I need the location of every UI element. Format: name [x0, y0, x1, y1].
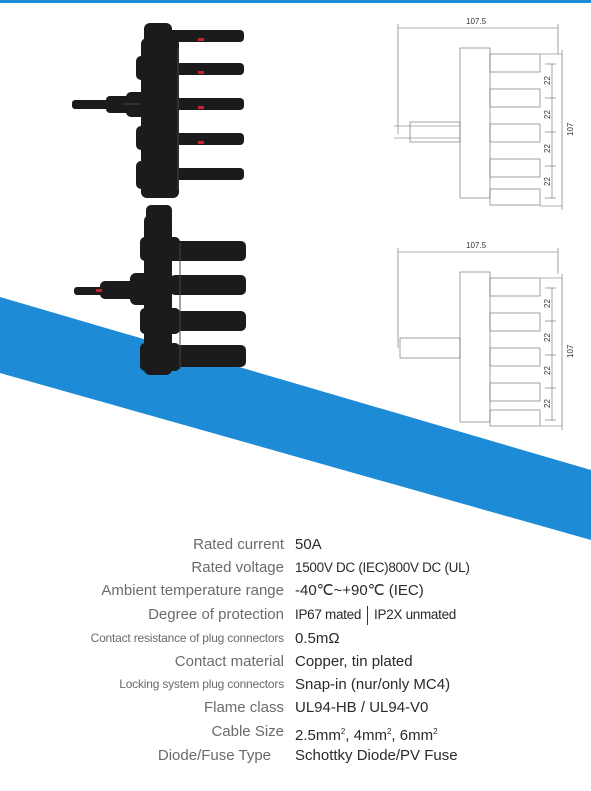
value-separator [367, 605, 369, 625]
height-dimension: 107 [566, 344, 575, 358]
spec-value: 50A [295, 536, 322, 553]
spec-label: Rated current [193, 536, 284, 553]
pitch-dimension: 22 [543, 299, 552, 308]
protection-mated: IP67 mated [295, 607, 362, 622]
spec-row-rated-voltage: Rated voltage 1500V DC (IEC)800V DC (UL) [0, 556, 591, 579]
pitch-dimension: 22 [543, 110, 552, 119]
superscript: 2 [340, 727, 346, 736]
spec-value: Copper, tin plated [295, 653, 413, 670]
spec-row-rated-current: Rated current 50A [0, 533, 591, 556]
spec-row-ambient-temperature: Ambient temperature range -40℃~+90℃ (IEC… [0, 579, 591, 602]
spec-row-diode-fuse: Diode/Fuse Type Schottky Diode/PV Fuse [0, 744, 591, 767]
width-dimension: 107.5 [466, 241, 487, 250]
spec-label: Contact material [174, 653, 284, 670]
spec-label: Cable Size [211, 723, 284, 740]
dimension-drawing-top: 107.5 22 22 22 22 107 [394, 17, 575, 210]
pitch-dimension: 22 [543, 366, 552, 375]
spec-label: Degree of protection [148, 606, 284, 623]
superscript: 2 [433, 727, 438, 736]
pitch-dimension: 22 [543, 177, 552, 186]
spec-label: Diode/Fuse Type [157, 747, 271, 764]
protection-unmated: IP2X unmated [374, 607, 457, 622]
branch-connector-photo-bottom [74, 205, 246, 375]
spec-value: IP67 mated IP2X unmated [295, 603, 456, 626]
spec-value: Snap-in (nur/only MC4) [295, 676, 451, 693]
spec-row-cable-size: Cable Size 2.5mm2, 4mm2, 6mm2 [0, 720, 591, 744]
width-dimension: 107.5 [466, 17, 487, 26]
height-dimension: 107 [566, 122, 575, 136]
superscript: 2 [386, 727, 392, 736]
spec-label: Flame class [203, 699, 284, 716]
spec-row-flame-class: Flame class UL94-HB / UL94-V0 [0, 696, 591, 719]
pitch-dimension: 22 [543, 399, 552, 408]
spec-row-locking-system: Locking system plug connectors Snap-in (… [0, 673, 591, 696]
spec-row-contact-resistance: Contact resistance of plug connectors 0.… [0, 627, 591, 650]
spec-value: UL94-HB / UL94-V0 [295, 699, 429, 716]
spec-value: 0.5mΩ [295, 630, 340, 647]
pitch-dimension: 22 [543, 333, 552, 342]
dimension-drawing-bottom: 107.5 22 22 22 22 107 [397, 241, 575, 430]
spec-row-degree-of-protection: Degree of protection IP67 mated IP2X unma… [0, 603, 591, 626]
spec-label: Ambient temperature range [101, 582, 284, 599]
cable-size-b: , 4mm [345, 727, 387, 744]
top-accent-line [0, 0, 591, 3]
spec-value: -40℃~+90℃ (IEC) [295, 582, 424, 599]
cable-size-c: , 6mm [391, 727, 434, 744]
cable-size-a: 2.5mm [295, 727, 341, 744]
pitch-dimension: 22 [543, 76, 552, 85]
spec-label: Rated voltage [191, 559, 284, 576]
spec-value: Schottky Diode/PV Fuse [295, 747, 458, 764]
branch-connector-photo-top [72, 23, 244, 198]
spec-label: Contact resistance of plug connectors [90, 631, 285, 645]
spec-value: 1500V DC (IEC)800V DC (UL) [295, 560, 470, 575]
pitch-dimension: 22 [543, 144, 552, 153]
spec-label: Locking system plug connectors [119, 677, 284, 691]
spec-value: 2.5mm2, 4mm2, 6mm2 [295, 720, 438, 747]
spec-row-contact-material: Contact material Copper, tin plated [0, 650, 591, 673]
